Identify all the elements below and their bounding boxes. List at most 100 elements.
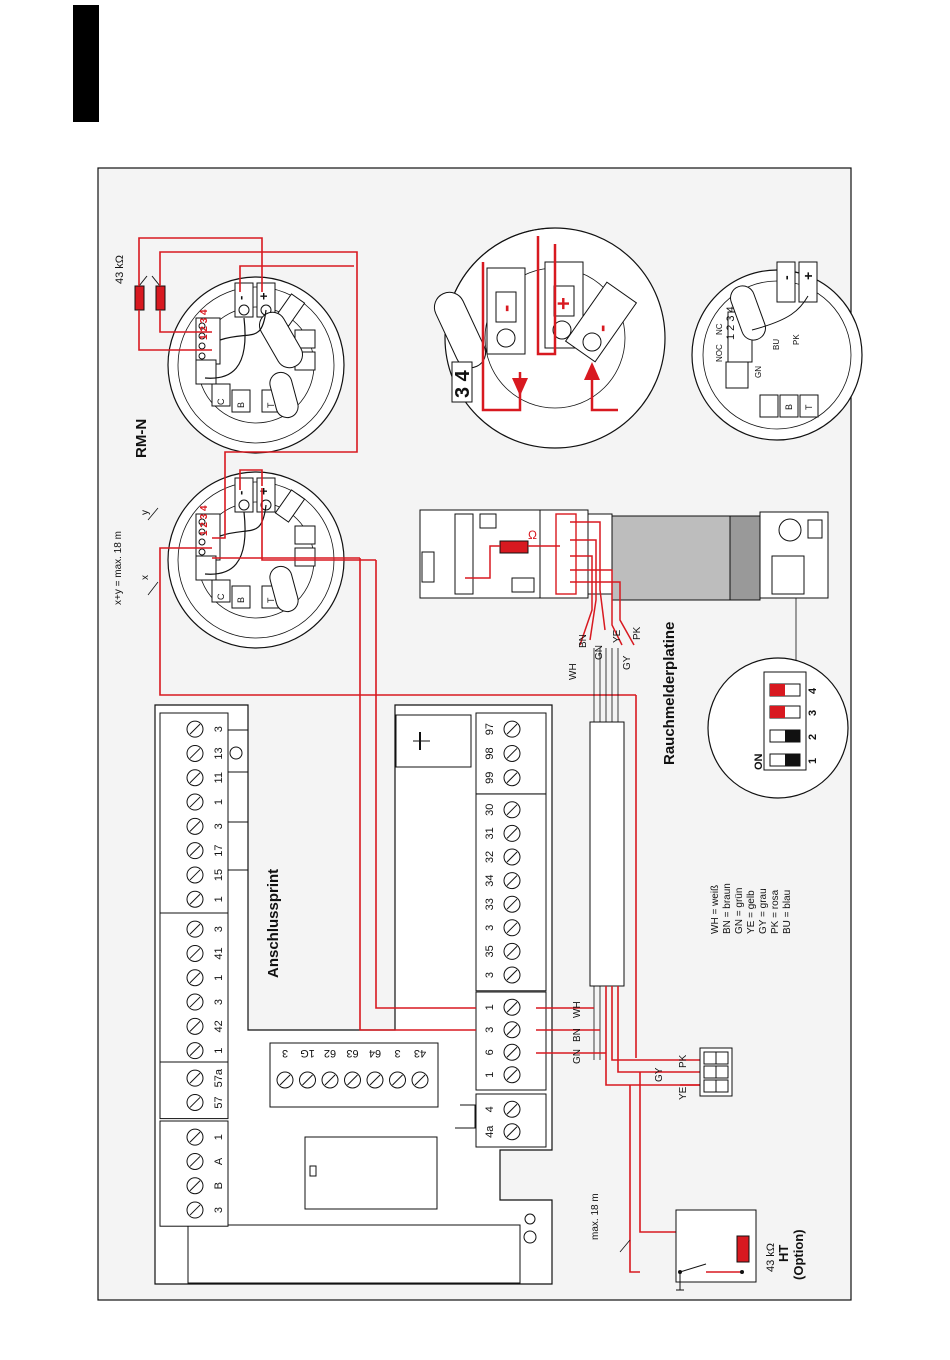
dip-on-label: ON [753,753,765,770]
legend-item: YE = gelb [746,890,757,934]
dip-number-3: 3 [807,710,819,716]
terminal-row-label: 3 [394,1047,400,1059]
detector-2-plus-mark: + [256,487,271,495]
detector-2-minus-mark: - [233,491,248,495]
resistor-1 [134,285,145,311]
terminal-strip-4-label: 4 [484,1106,496,1112]
terminal-board [154,704,553,1285]
legend-item: BN = braun [722,883,733,934]
x-label: x [140,575,151,580]
detector-2-t-mark: T [266,597,276,603]
terminal-strip-relay-label: 98 [484,747,496,759]
cable-bundle-wires [593,648,619,1060]
terminal-strip-main-label: 34 [484,874,496,886]
terminal-strip-input-label: 1 [484,1072,496,1078]
detector-1-minus-mark: - [233,296,248,300]
terminal-strip-left-mid-label: 1 [213,1048,225,1054]
base-no-label: NO [715,350,724,362]
terminal-strip-left-mid-block [159,912,229,1068]
wire-label-pk: PK [678,1054,689,1068]
wire-label-ye-top: YE [612,629,623,643]
terminal-board-label: Anschlussprint [265,869,282,978]
terminal-strip-left-bus-label: 1 [213,1134,225,1140]
dip-switch-block [763,671,807,771]
terminal-strip-left-top-label: 1 [213,896,225,902]
terminal-strip-left-top-label: 15 [213,869,225,881]
terminal-row-label: 63 [346,1047,358,1059]
detector-base-2 [167,471,345,649]
wire-label-wh-top: WH [568,663,579,680]
terminal-row-label: 1G [300,1047,315,1059]
terminal-strip-left-mid-label: 1 [213,975,225,981]
terminal-strip-main-label: 30 [484,804,496,816]
base-bu-label: BU [772,339,781,350]
terminal-strip-left-top-label: 11 [213,772,225,783]
terminal-strip-left-top-label: 17 [213,845,225,857]
legend-item: GN = grün [734,888,745,934]
terminal-row-label: 3 [282,1047,288,1059]
detector-2-c-mark: C [216,593,226,600]
legend-item: PK = rosa [770,889,781,934]
base-t-mark: T [804,404,814,410]
base-minus-mark: - [778,275,794,280]
zoom-arrow-down-icon [512,378,528,396]
zoom-arrow-up-icon [584,362,600,380]
detector-base-1 [167,276,345,454]
detector-2-terminal-numbers: 1 2 3 4 [199,505,210,536]
wire-label-bn: BN [572,1028,583,1042]
y-label: y [140,510,151,515]
terminal-strip-left-bus-label: 3 [213,1207,225,1213]
detector-1-c-mark: C [216,398,226,405]
dip-number-2: 2 [807,734,819,740]
terminal-strip-left-bus-label: B [213,1182,225,1189]
base-plus-mark: + [800,272,816,280]
section-tab-marker [73,5,99,122]
terminal-strip-main-label: 3 [484,972,496,978]
base-pk-label: PK [792,334,801,345]
ht-name-label: HT [776,1245,791,1262]
ht-resistor [736,1235,750,1263]
dip-number-1: 1 [807,758,819,764]
dip-switch-detail [707,657,849,799]
terminal-strip-main-label: 33 [484,898,496,910]
terminal-strip-left-mid-label: 3 [213,926,225,932]
wire-label-gy-top: GY [622,655,633,670]
terminal-wiring [359,558,743,1273]
dip-number-4: 4 [807,687,819,694]
ht-cable-length: max. 18 m [590,1193,601,1240]
base-terminal-numbers: 1 2 3 4 [725,306,737,340]
legend-item: WH = weiß [710,885,721,934]
terminal-strip-input-label: 6 [484,1049,496,1055]
terminal-strip-main-label: 3 [484,925,496,931]
wire-label-gy: GY [654,1067,665,1082]
terminal-strip-left-top-label: 1 [213,799,225,805]
terminal-strip-input-label: 1 [484,1004,496,1010]
detector-wiring [138,237,636,696]
detector-name-label: RM-N [133,419,150,458]
detector-1-b-mark: B [236,402,246,408]
base-b-mark: B [784,404,794,410]
base-nc-label: NC [715,323,724,335]
base-c-label: C [715,344,724,350]
zoom-minus-mark-2: - [589,325,614,332]
wire-label-ye: YE [678,1086,689,1100]
wire-label-gn-top: GN [594,645,605,660]
terminal-strips: 3131113171513411342157a571AB397989930313… [159,712,547,1227]
terminal-strip-left-57-label: 57a [213,1068,225,1087]
terminal-strip-left-mid-label: 3 [213,999,225,1005]
terminal-strip-main-label: 32 [484,851,496,863]
terminal-strip-main-block [475,793,547,992]
detector-1-terminal-numbers: 1 2 3 4 [199,309,210,340]
terminal-strip-4-label: 4a [484,1125,496,1138]
ht-resistor-label: 43 kΩ [765,1243,777,1272]
ht-switch [679,1263,707,1273]
resistor-value-label: 43 kΩ [114,255,126,284]
terminal-strip-main-label: 35 [484,945,496,957]
zoom-minus-mark-1: - [493,305,518,312]
terminal-strip-left-top-label: 13 [213,747,225,759]
terminal-strip-main-label: 31 [484,827,496,839]
wire-label-pk-top: PK [632,626,643,640]
terminal-strip-left-top-block [159,712,229,916]
detector-base-right [691,261,863,441]
